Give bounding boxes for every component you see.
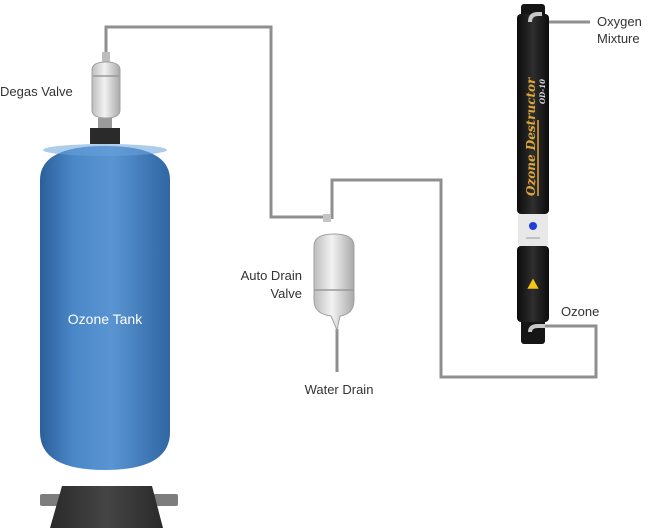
- auto-drain-valve-body: [313, 233, 355, 332]
- degas-valve-top-stem: [102, 52, 110, 64]
- indicator-light: [529, 222, 537, 230]
- ozone-destructor: [517, 4, 549, 344]
- oxygen-outlet-elbow: [528, 12, 542, 23]
- destructor-upper-tube: [517, 14, 549, 214]
- label-auto-drain-valve-line2: Valve: [270, 286, 302, 301]
- label-water-drain: Water Drain: [304, 382, 374, 397]
- warning-icon: [526, 277, 540, 290]
- tank-stand-base: [50, 486, 163, 528]
- destructor-brand-text: Ozone Destructor: [524, 77, 538, 196]
- ozone-tank: [40, 118, 170, 470]
- auto-drain-inlet: [323, 214, 331, 222]
- label-ozone: Ozone: [561, 304, 600, 319]
- label-oxygen-mixture-line1: Oxygen: [597, 14, 642, 29]
- tank-top-fitting: [90, 128, 120, 144]
- pipe-degas-to-drain: [104, 25, 326, 219]
- destructor-model-text: OD-10: [538, 79, 547, 104]
- label-auto-drain-valve-line1: Auto Drain: [240, 268, 302, 283]
- tank-stand: [40, 486, 178, 528]
- label-ozone-tank: Ozone Tank: [67, 311, 143, 327]
- ozone-tank-top-highlight: [43, 144, 167, 156]
- auto-drain-valve: [313, 214, 355, 332]
- degas-valve: [91, 52, 121, 119]
- label-oxygen-mixture-line2: Mixture: [597, 31, 640, 46]
- pipe-network: [104, 20, 598, 379]
- ozone-inlet-elbow: [528, 324, 545, 333]
- degas-valve-body: [91, 61, 121, 119]
- tank-neck: [98, 118, 112, 128]
- pipe-drain-to-destructor-top: [330, 178, 598, 379]
- ozone-tank-body: [40, 146, 170, 470]
- label-degas-valve: Degas Valve: [0, 84, 73, 99]
